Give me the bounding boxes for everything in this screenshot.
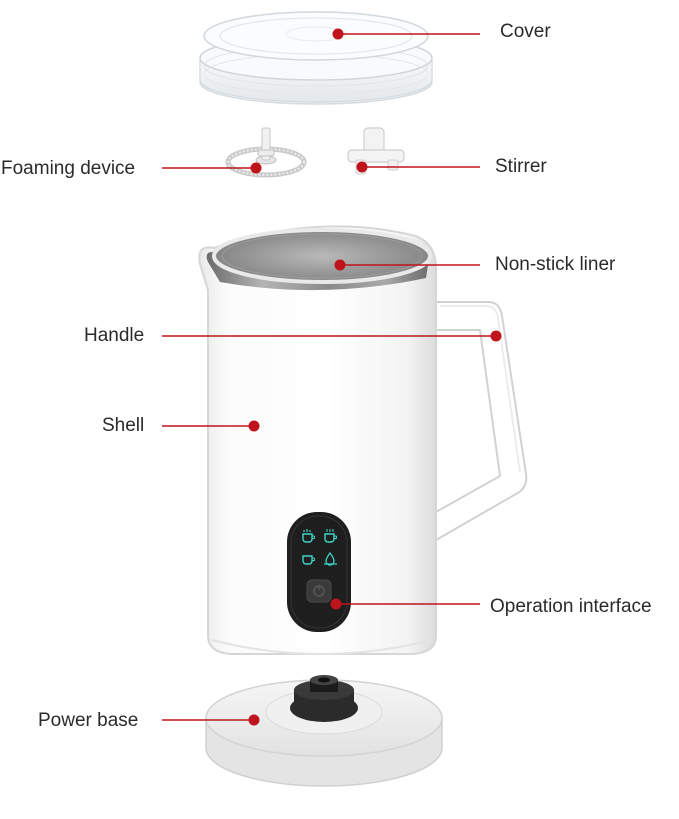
cup-cold-icon[interactable]	[301, 553, 316, 567]
foaming-device-whisk	[225, 127, 307, 178]
shell-body	[198, 225, 437, 655]
cover-lid	[199, 11, 433, 105]
nonstick-liner	[206, 228, 432, 291]
cup-hot-foam-icon[interactable]	[301, 528, 316, 544]
label-power-base: Power base	[38, 710, 139, 731]
label-stirrer: Stirrer	[495, 156, 547, 177]
cup-hot-icon[interactable]	[323, 528, 338, 544]
handle	[431, 301, 528, 542]
operation-panel	[287, 512, 351, 632]
power-button-icon[interactable]	[306, 579, 332, 603]
label-foaming-device: Foaming device	[1, 158, 136, 179]
stirrer-part	[347, 127, 405, 175]
power-base	[205, 675, 443, 787]
cold-foam-icon[interactable]	[323, 551, 338, 567]
label-operation-interface: Operation interface	[490, 596, 652, 617]
label-shell: Shell	[102, 415, 145, 436]
label-cover: Cover	[500, 21, 551, 42]
label-handle: Handle	[84, 325, 145, 346]
label-nonstick-liner: Non-stick liner	[495, 254, 616, 275]
